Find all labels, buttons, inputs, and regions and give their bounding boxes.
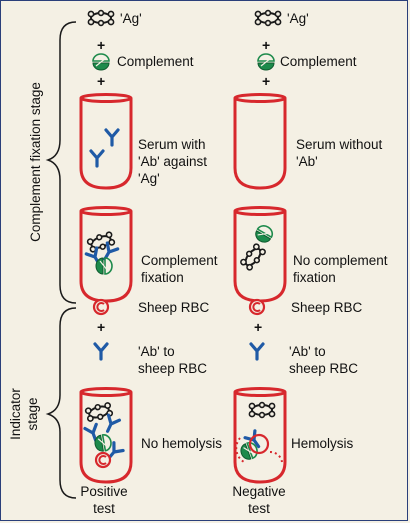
stage-label-indicator-line2: stage [25, 397, 40, 430]
sheep-rbc-label-left: Sheep RBC [138, 300, 210, 315]
stage-label-complement-fixation: Complement fixation stage [28, 82, 43, 242]
plus-sign: + [97, 37, 105, 53]
test-tube [233, 93, 287, 190]
antigen-icon [87, 9, 115, 27]
ab-to-sheep-rbc-line2-left: sheep RBC [138, 361, 207, 376]
serum-with-line2: 'Ab' against [138, 154, 207, 169]
complement-label-right: Complement [280, 54, 357, 69]
serum-with-line1: Serum with [138, 137, 206, 152]
ag-label-right: 'Ag' [287, 11, 309, 26]
antibody-icon [89, 149, 105, 168]
plus-sign: + [97, 319, 105, 335]
positive-test-line2: test [93, 501, 115, 516]
plus-sign: + [97, 73, 105, 89]
no-complement-fixation-line1: No complement [293, 253, 388, 268]
stage-label-indicator-line1: Indicator [8, 388, 23, 440]
antibody-icon [249, 342, 265, 361]
plus-sign: + [262, 73, 270, 89]
sheep-rbc-label-right: Sheep RBC [291, 300, 363, 315]
brace-complement-fixation [45, 21, 77, 304]
rbc-icon [248, 298, 266, 316]
no-hemolysis-label: No hemolysis [141, 436, 222, 451]
plus-sign: + [262, 37, 270, 53]
serum-with-line3: 'Ag' [138, 171, 160, 186]
no-complement-fixation-line2: fixation [293, 270, 336, 285]
ab-to-sheep-rbc-line1-left: 'Ab' to [138, 344, 175, 359]
plus-sign: + [254, 319, 262, 335]
free-antigen-and-complement [238, 222, 276, 273]
positive-test-line1: Positive [80, 484, 127, 499]
complement-icon [92, 53, 110, 71]
no-hemolysis-contents [83, 400, 125, 469]
negative-test-line1: Negative [232, 484, 285, 499]
hemolysis-contents [235, 401, 283, 463]
negative-test-line2: test [248, 501, 270, 516]
ab-to-sheep-rbc-line2-right: sheep RBC [289, 361, 358, 376]
test-tube [79, 93, 133, 190]
complement-icon [257, 53, 275, 71]
hemolysis-label: Hemolysis [291, 436, 354, 451]
antigen-icon [254, 9, 282, 27]
antibody-icon [104, 128, 120, 147]
complement-fixation-line2: fixation [141, 270, 184, 285]
serum-without-line2: 'Ab' [296, 154, 318, 169]
serum-without-line1: Serum without [296, 137, 383, 152]
complement-fixation-line1: Complement [141, 253, 218, 268]
ab-to-sheep-rbc-line1-right: 'Ab' to [289, 344, 326, 359]
ag-label-left: 'Ag' [120, 11, 142, 26]
brace-indicator [45, 307, 77, 499]
antigen-antibody-complement-complex [84, 229, 120, 275]
complement-label-left: Complement [117, 54, 194, 69]
rbc-icon [92, 298, 110, 316]
antibody-icon [93, 342, 109, 361]
